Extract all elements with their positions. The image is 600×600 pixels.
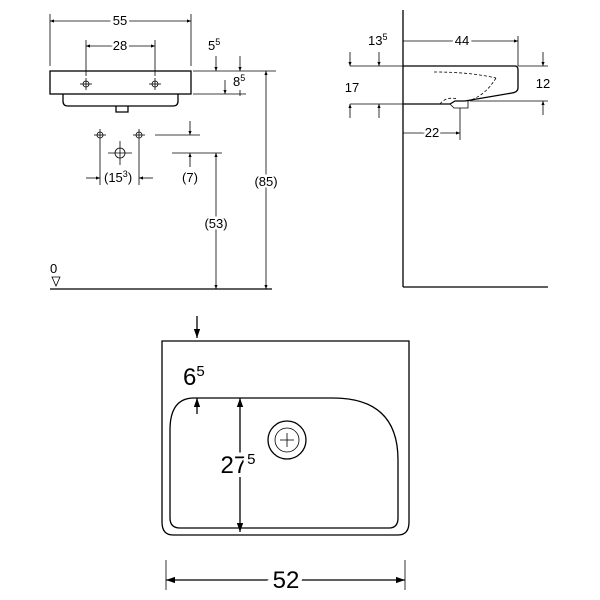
bowl-hidden-line <box>433 71 497 79</box>
dim-13-label: 135 <box>368 32 387 48</box>
basin-front-bowl <box>62 94 179 107</box>
dim-7-label: (7) <box>182 170 198 185</box>
top-view: 65 275 52 <box>161 316 410 599</box>
front-view: 55 28 55 85 (153) <box>49 11 280 290</box>
waste-outlet <box>115 106 129 113</box>
floor-level-label: 0 <box>50 261 57 276</box>
tap-spacing-label: 28 <box>113 38 127 53</box>
rim-5-label: 55 <box>208 37 220 53</box>
drain-icon <box>267 420 307 460</box>
width-52-label: 52 <box>273 567 300 594</box>
dim-17-label: 17 <box>345 80 359 95</box>
tap-hole-left-icon <box>80 78 92 90</box>
side-view: 44 135 17 12 22 <box>345 10 550 288</box>
basin-front-rim <box>49 70 192 95</box>
width-label: 55 <box>113 13 127 28</box>
waste-outlet-side <box>449 101 469 109</box>
dim-12-label: 12 <box>536 76 550 91</box>
basin-top-bowl <box>169 397 399 529</box>
dim-85-label: (85) <box>254 174 277 189</box>
dim-22-label: 22 <box>425 125 439 140</box>
waste-offset-label: (153) <box>104 169 132 185</box>
basin-side-profile <box>403 65 519 105</box>
basin-top-outline <box>161 340 410 536</box>
rim-8-label: 85 <box>233 73 245 89</box>
dim-53-label: (53) <box>204 216 227 231</box>
depth-label: 44 <box>455 33 469 48</box>
tap-hole-right-icon <box>149 78 161 90</box>
dim-27-label: 275 <box>220 451 255 479</box>
floor-level-icon <box>51 276 61 287</box>
dim-6-label: 65 <box>183 363 205 391</box>
